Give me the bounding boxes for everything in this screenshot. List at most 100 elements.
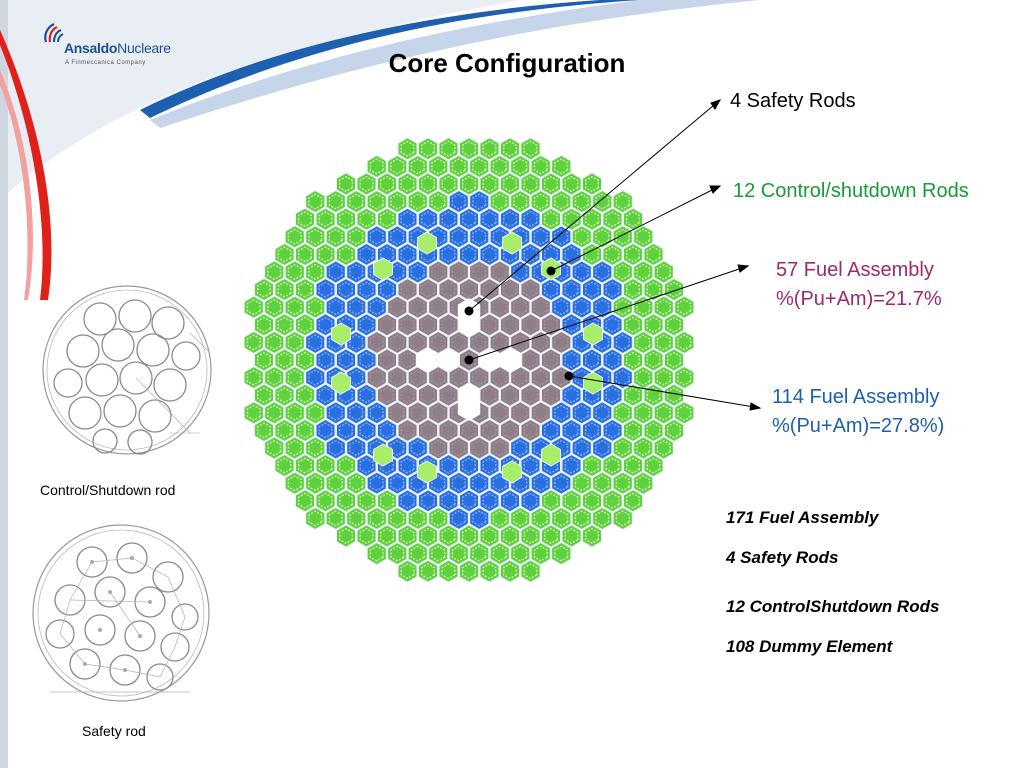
dummy-element-texture <box>267 404 282 421</box>
inner-fuel-assembly-texture <box>441 422 456 439</box>
dummy-element-texture <box>328 193 343 210</box>
outer-fuel-assembly <box>356 348 377 372</box>
outer-fuel-assembly-texture <box>513 263 528 281</box>
inner-fuel-assembly <box>418 383 438 407</box>
dummy-element <box>254 418 274 442</box>
dummy-element <box>418 559 438 583</box>
inner-fuel-assembly-texture <box>513 404 528 421</box>
outer-fuel-assembly-texture <box>482 492 497 509</box>
outer-fuel-assembly <box>448 190 469 214</box>
inner-fuel-assembly <box>489 366 510 390</box>
dummy-element-texture <box>287 263 302 281</box>
dummy-element-texture <box>400 527 415 545</box>
dummy-element <box>274 348 295 372</box>
dummy-element <box>315 207 336 231</box>
dummy-element <box>561 207 582 231</box>
dummy-element <box>315 454 336 478</box>
dummy-element-texture <box>574 228 589 245</box>
dummy-element <box>592 506 613 530</box>
dummy-element <box>366 506 387 530</box>
dummy-element-texture <box>636 369 651 386</box>
inner-fuel-assembly-texture <box>431 299 446 316</box>
inner-fuel-assembly-texture <box>554 334 569 351</box>
dummy-element-texture <box>646 281 661 298</box>
inner-fuel-assembly <box>520 418 541 442</box>
inner-fuel-assembly-texture <box>441 387 456 404</box>
dummy-element-texture <box>441 175 456 193</box>
dummy-element-texture <box>605 457 620 474</box>
dummy-element-texture <box>257 281 271 298</box>
inner-fuel-assembly-texture <box>523 351 538 369</box>
outer-fuel-assembly <box>305 330 326 354</box>
inner-fuel-assembly <box>387 401 408 425</box>
inner-fuel-assembly-texture <box>431 334 446 351</box>
inner-fuel-assembly <box>448 260 469 284</box>
dummy-element-texture <box>554 158 569 175</box>
dummy-element <box>469 154 490 178</box>
inner-fuel-assembly <box>520 313 541 337</box>
dummy-element <box>366 154 387 178</box>
inner-fuel-assembly-texture <box>482 316 497 333</box>
dummy-element <box>643 313 664 337</box>
dummy-element-texture <box>369 510 384 527</box>
dummy-element <box>489 542 510 566</box>
inner-fuel-assembly-texture <box>390 299 405 316</box>
outer-fuel-assembly-texture <box>554 228 569 245</box>
outer-fuel-assembly-texture <box>574 404 589 421</box>
dummy-element <box>633 401 654 425</box>
inner-fuel-assembly-texture <box>380 351 394 369</box>
dummy-element-texture <box>472 158 487 175</box>
dummy-element <box>664 418 684 442</box>
outer-fuel-assembly <box>479 242 500 266</box>
outer-fuel-assembly <box>356 313 377 337</box>
outer-fuel-assembly <box>366 295 387 319</box>
control-shutdown-rod <box>373 257 393 281</box>
callout-dot-control <box>546 266 556 276</box>
dummy-element-texture <box>267 299 282 316</box>
dummy-element <box>397 137 418 161</box>
dummy-element <box>397 559 418 583</box>
outer-fuel-assembly-texture <box>380 422 394 439</box>
inner-fuel-assembly <box>530 295 551 319</box>
dummy-element <box>459 524 479 548</box>
dummy-element-texture <box>267 334 282 351</box>
dummy-element <box>387 542 408 566</box>
dummy-element-texture <box>626 492 640 509</box>
inner-fuel-assembly-texture <box>410 334 425 351</box>
outer-fuel-assembly-texture <box>554 299 569 316</box>
dummy-element <box>623 242 643 266</box>
outer-fuel-assembly <box>551 225 572 249</box>
outer-fuel-assembly <box>479 454 500 478</box>
inner-fuel-assembly <box>377 383 397 407</box>
dummy-element <box>325 225 346 249</box>
inner-fuel-assembly-texture <box>503 316 517 333</box>
dummy-element <box>336 489 356 513</box>
safety-rod <box>499 347 523 373</box>
inner-fuel-assembly <box>418 278 438 302</box>
dummy-element <box>356 489 377 513</box>
dummy-element <box>479 172 500 196</box>
dummy-element <box>356 524 377 548</box>
dummy-element <box>653 366 674 390</box>
dummy-element-texture <box>482 175 497 193</box>
dummy-element-texture <box>349 510 364 527</box>
inner-fuel-assembly-texture <box>462 351 476 369</box>
dummy-element-texture <box>339 246 353 263</box>
inner-fuel-assembly-texture <box>400 422 415 439</box>
dummy-element-texture <box>318 457 333 474</box>
dummy-element-texture <box>421 563 435 580</box>
dummy-element <box>428 506 449 530</box>
dummy-element-texture <box>339 527 353 545</box>
dummy-element <box>295 242 315 266</box>
outer-fuel-assembly-texture <box>400 492 415 509</box>
inner-fuel-assembly-texture <box>451 263 466 281</box>
outer-fuel-assembly-texture <box>359 316 374 333</box>
outer-fuel-assembly <box>561 313 582 337</box>
dummy-element-texture <box>513 545 528 562</box>
inner-fuel-assembly-texture <box>482 387 497 404</box>
inner-fuel-assembly-texture <box>544 351 558 369</box>
dummy-element-texture <box>298 211 312 228</box>
dummy-element <box>336 454 356 478</box>
dummy-element-texture <box>246 404 261 421</box>
dummy-element-texture <box>359 527 374 545</box>
